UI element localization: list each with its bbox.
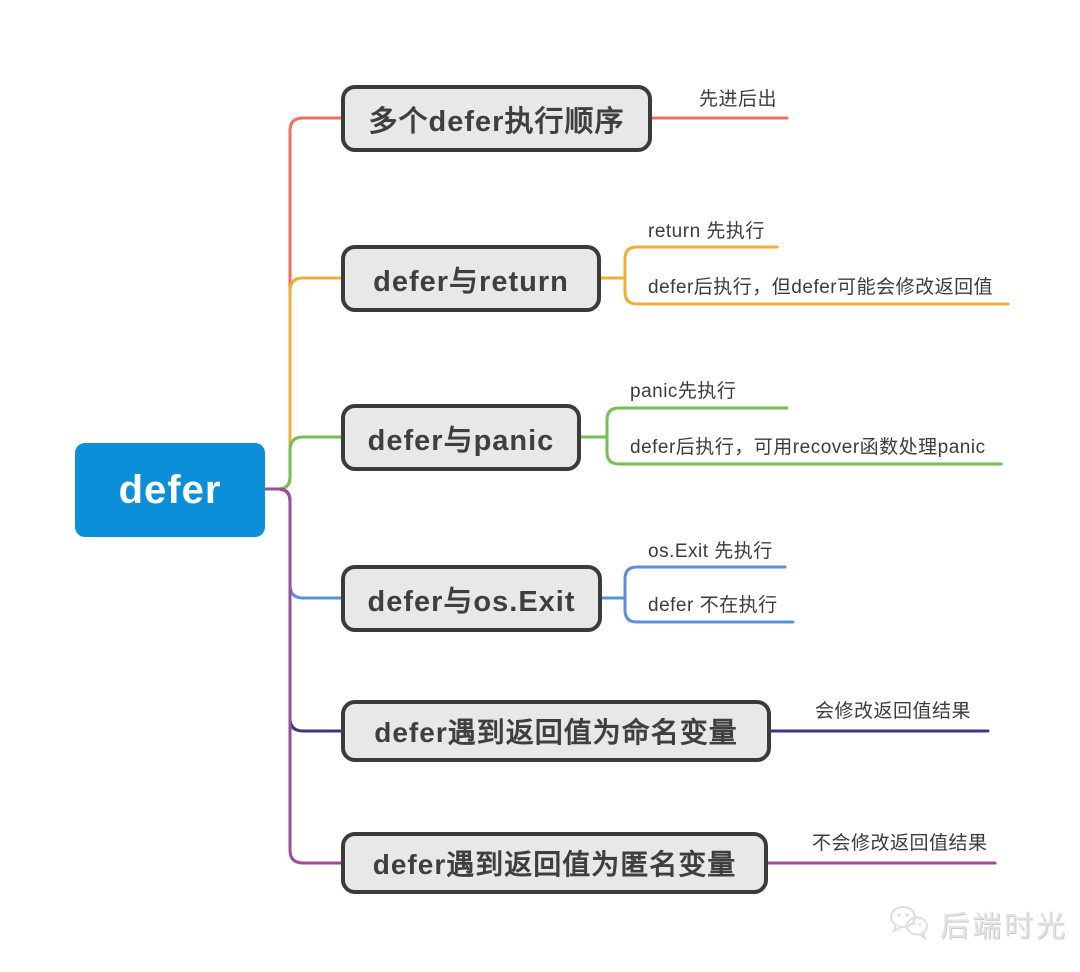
branch-line-4	[263, 487, 343, 600]
topic-defer-named-return[interactable]: defer遇到返回值为命名变量	[341, 700, 771, 762]
subtopic-defer-after-return[interactable]: defer后执行，但defer可能会修改返回值	[648, 277, 994, 298]
topic-defer-exec-order[interactable]: 多个defer执行顺序	[341, 85, 652, 152]
child-bracket-3	[605, 406, 1003, 466]
subtopic-fifo[interactable]: 先进后出	[699, 89, 778, 110]
branch-line-1	[263, 116, 343, 491]
topic-defer-os-exit[interactable]: defer与os.Exit	[341, 565, 602, 632]
subtopic-not-modifies-return[interactable]: 不会修改返回值结果	[812, 833, 988, 854]
subtopic-panic-first[interactable]: panic先执行	[630, 381, 737, 402]
branch-line-2	[263, 276, 343, 491]
subtopic-modifies-return[interactable]: 会修改返回值结果	[815, 701, 972, 722]
root-node-defer[interactable]: defer	[75, 443, 265, 537]
watermark-text: 后端时光	[940, 911, 1069, 943]
child-bracket-4	[623, 565, 795, 624]
topic-defer-anonymous-return[interactable]: defer遇到返回值为匿名变量	[341, 832, 768, 894]
child-bracket-2	[623, 245, 1010, 306]
branch-line-6	[263, 487, 343, 865]
subtopic-osexit-first[interactable]: os.Exit 先执行	[648, 541, 773, 562]
subtopic-return-first[interactable]: return 先执行	[648, 221, 765, 242]
branch-line-5	[263, 487, 343, 733]
branch-line-3	[263, 435, 343, 491]
subtopic-defer-not-run[interactable]: defer 不在执行	[648, 595, 778, 616]
wechat-icon	[888, 904, 932, 944]
topic-defer-return[interactable]: defer与return	[341, 245, 601, 312]
topic-defer-panic[interactable]: defer与panic	[341, 404, 581, 471]
subtopic-defer-after-panic[interactable]: defer后执行，可用recover函数处理panic	[630, 437, 986, 458]
watermark: 后端时光	[888, 903, 1068, 945]
